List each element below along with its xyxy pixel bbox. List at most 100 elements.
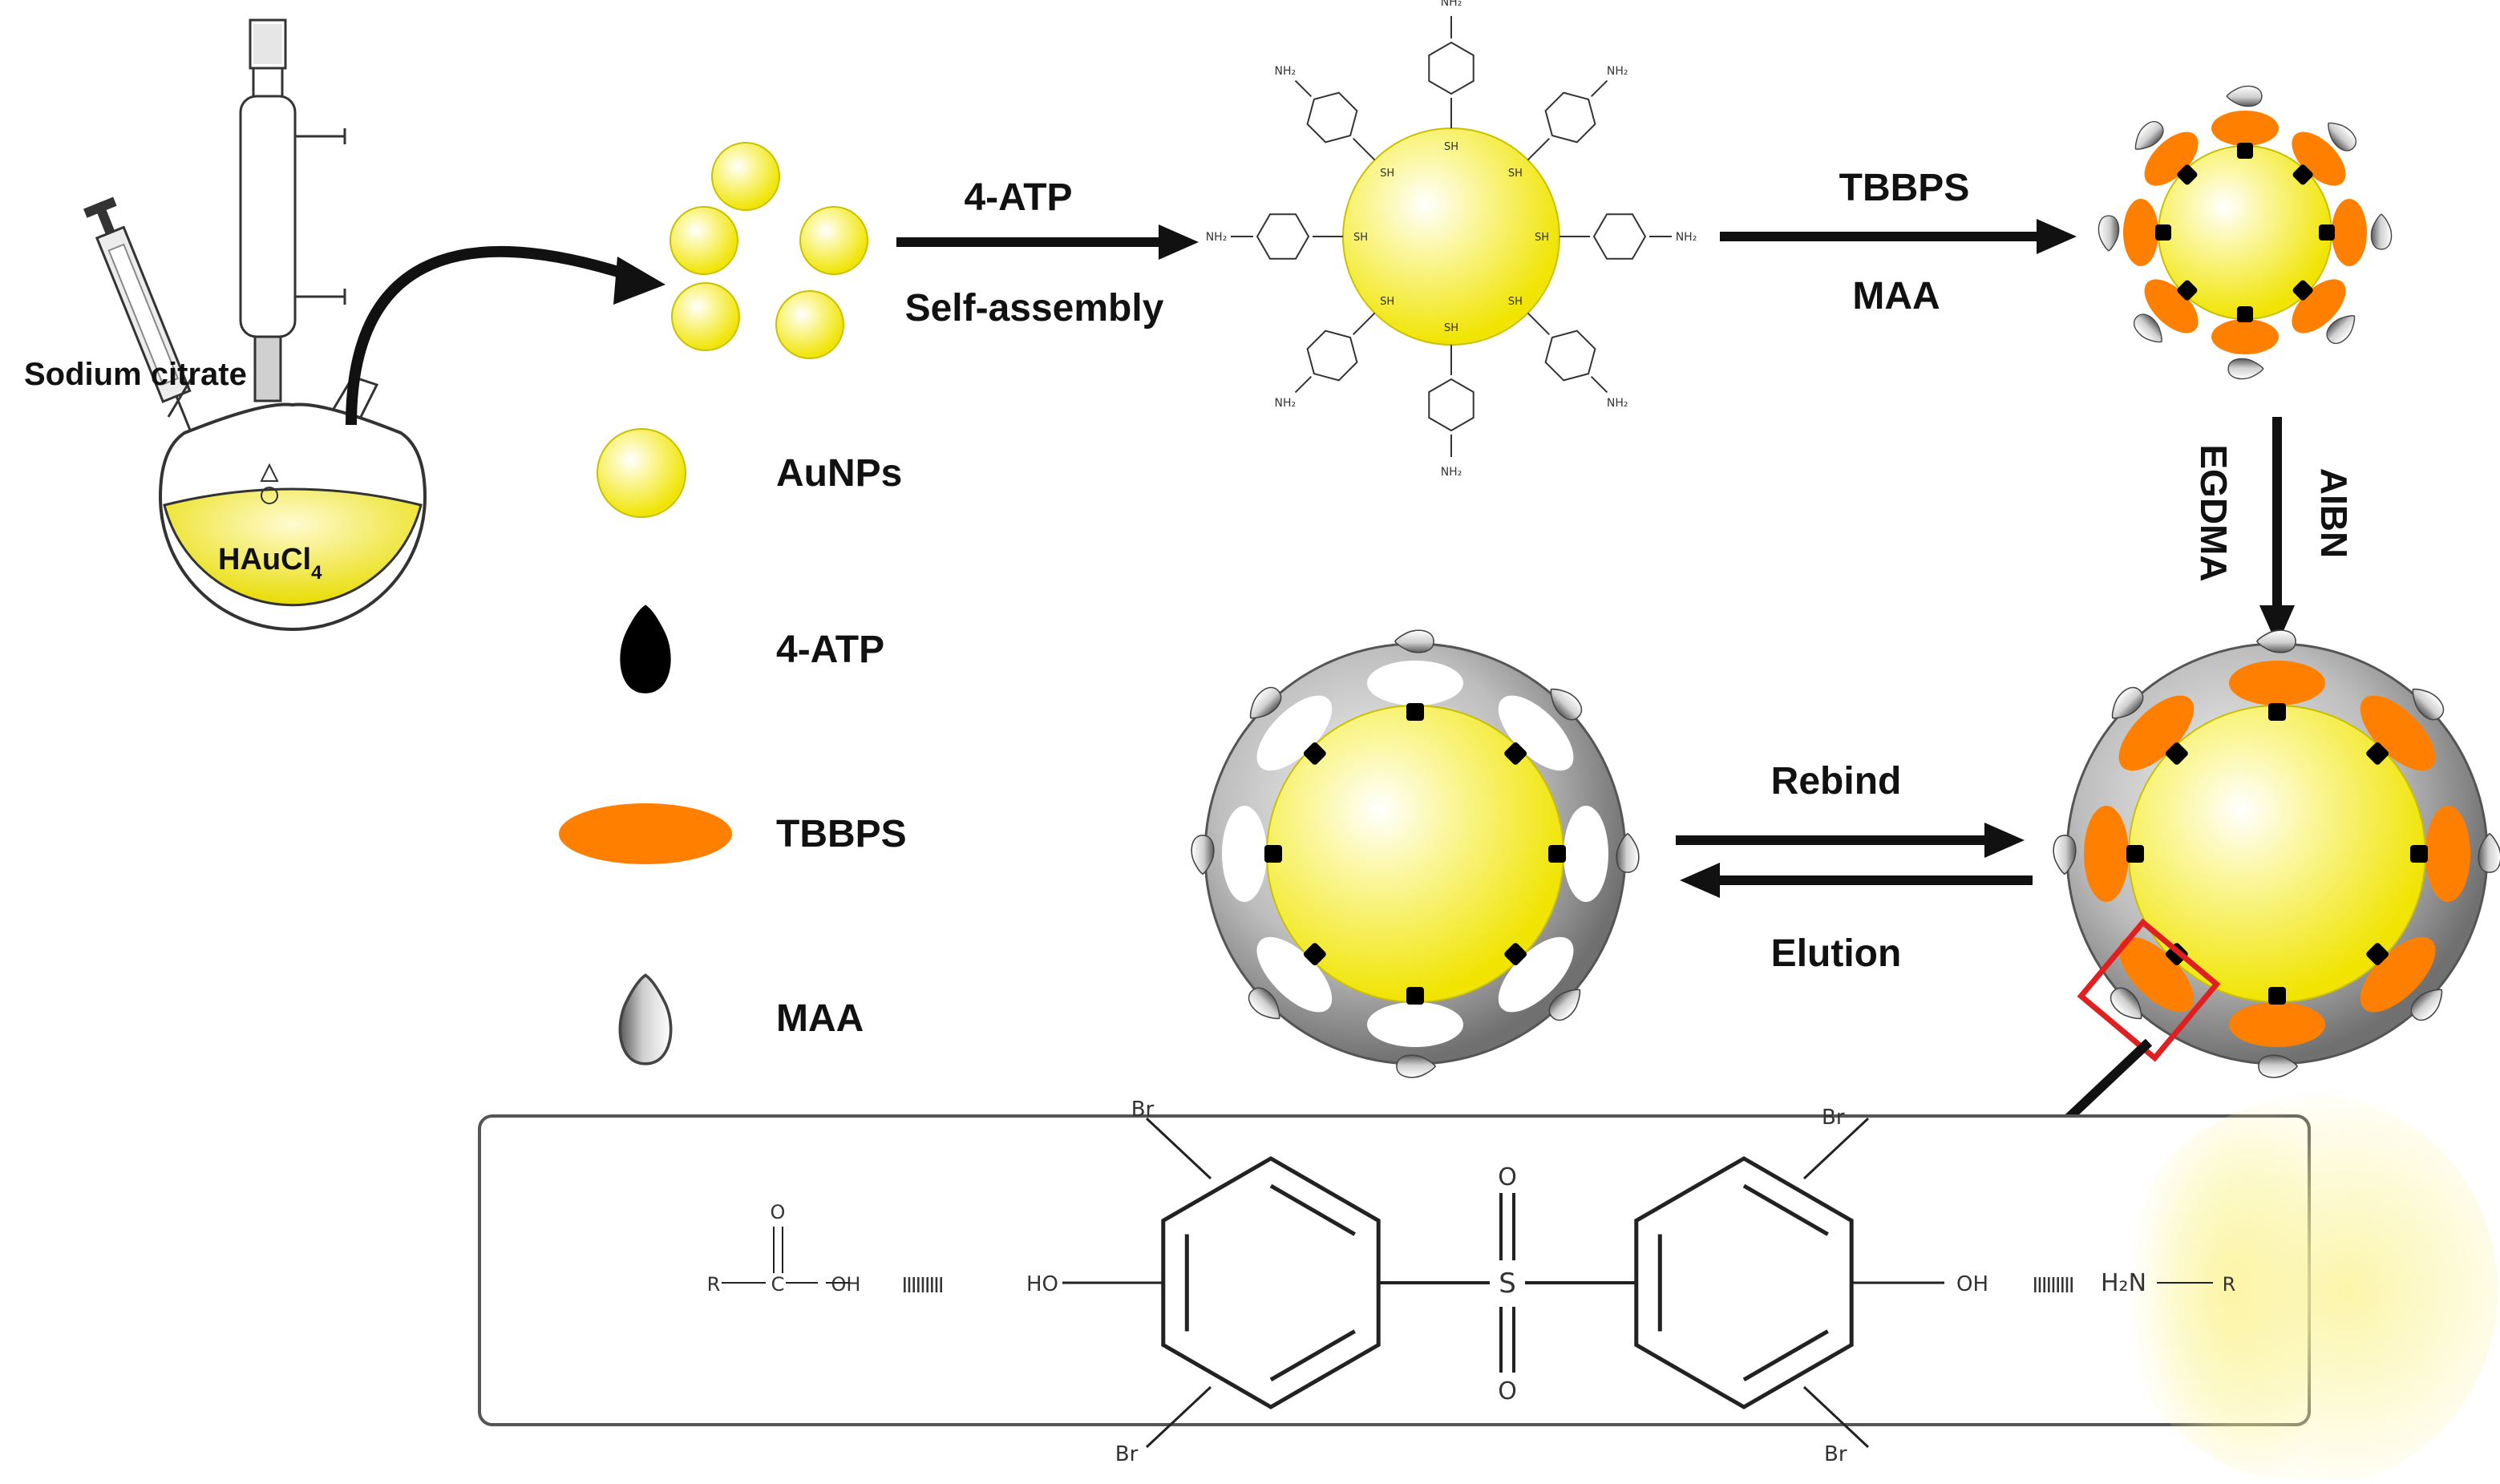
- maa-residue: [1248, 987, 1280, 1020]
- maa-residue: [2478, 832, 2500, 873]
- aunp-particle: [775, 290, 844, 359]
- step3-right-label: AIBN: [2313, 468, 2355, 558]
- tbbps-bound: [2084, 806, 2129, 902]
- bromine-label: Br: [1131, 1098, 1155, 1122]
- atp-anchor: [2268, 987, 2286, 1005]
- legend-label: AuNPs: [776, 452, 902, 495]
- pre-assembly-complex: [2097, 85, 2393, 380]
- amine-label: NH₂: [1275, 397, 1297, 410]
- legend-item: MAA: [618, 973, 864, 1065]
- acid-oh-label: OH: [831, 1273, 861, 1296]
- maa-residue: [1616, 832, 1640, 873]
- maa-residue: [1249, 686, 1282, 719]
- atp-anchor: [2366, 742, 2389, 765]
- thiol-label: SH: [1380, 168, 1394, 180]
- atp-anchor: [2237, 143, 2253, 159]
- thiol-label: SH: [1508, 168, 1523, 180]
- atp-anchor: [1303, 742, 1326, 765]
- aunp-particle: [711, 142, 780, 211]
- thiol-label: SH: [1353, 232, 1368, 244]
- amine-label: NH₂: [1206, 231, 1228, 244]
- aunp-particle: [671, 282, 740, 351]
- benzene-ring-right: [1634, 1156, 1854, 1409]
- carbonyl-oxygen: O: [771, 1201, 786, 1223]
- sulfonyl-oxygen: O: [1498, 1377, 1517, 1405]
- transfer-arrow-head: [613, 257, 665, 305]
- legend-label: 4-ATP: [776, 629, 884, 671]
- reaction-flask: [83, 18, 427, 631]
- rebind-arrow: [1676, 823, 2025, 858]
- atp-anchor: [1406, 987, 1424, 1005]
- bromine-label: Br: [1115, 1442, 1139, 1466]
- tbbps-template: [2123, 199, 2158, 266]
- imprinted-cavity: [1256, 695, 1333, 771]
- maa-residue: [1191, 835, 1215, 875]
- thiol-label: SH: [1444, 322, 1458, 334]
- binding-site-highlight: [2077, 918, 2221, 1062]
- maa-monomer: [2097, 215, 2120, 252]
- amine-h2n-label: H₂N: [2101, 1269, 2146, 1297]
- hydrogen-bond-right: IIIIIIIII: [2032, 1274, 2073, 1298]
- atp-anchor: [1264, 845, 1282, 863]
- step3-arrow: [2259, 417, 2295, 645]
- maa-monomer: [2370, 213, 2393, 250]
- legend-item: TBBPS: [559, 803, 907, 864]
- legend: AuNPs 4-ATP TBBPS MAA: [559, 428, 907, 1065]
- step2-top-label: TBBPS: [1839, 167, 1970, 209]
- step2-bottom-label: MAA: [1852, 275, 1940, 317]
- gray-drop-icon: [618, 973, 673, 1065]
- maa-residue: [1550, 688, 1583, 721]
- amine-label: NH₂: [1275, 65, 1297, 78]
- bromine-label: Br: [1824, 1442, 1847, 1466]
- carbon-label: C: [771, 1273, 785, 1296]
- bond: [1145, 1117, 1212, 1180]
- bond: [1145, 1385, 1212, 1449]
- tbbps-bound: [2229, 1002, 2325, 1047]
- transfer-arrow: [346, 245, 636, 426]
- imprinted-cavity: [1498, 936, 1574, 1013]
- sodium-citrate-label: Sodium citrate: [24, 357, 247, 392]
- maa-residue: [2110, 987, 2142, 1020]
- phenol-oh-label: OH: [1956, 1272, 1988, 1296]
- atp-anchor: [2155, 224, 2171, 241]
- maa-residue: [2412, 688, 2445, 721]
- atp-ligand: SH NH₂: [1508, 65, 1628, 180]
- r-group-right: R: [2223, 1273, 2236, 1296]
- tbbps-template: [2332, 199, 2367, 266]
- orange-ellipse-icon: [559, 803, 732, 864]
- aunp-sphere-icon: [597, 428, 686, 518]
- rebind-label: Rebind: [1771, 760, 1902, 803]
- step1-bottom-label: Self-assembly: [905, 287, 1164, 330]
- bond: [1802, 1385, 1870, 1449]
- step2-arrow: [1720, 219, 2077, 254]
- maa-residue: [1548, 989, 1581, 1021]
- atp-anchor: [2292, 164, 2313, 185]
- benzene-ring-left: [1161, 1156, 1381, 1409]
- tbbps-template: [2211, 319, 2279, 354]
- tbbps-bound: [2229, 661, 2325, 706]
- tbbps-bound: [2118, 695, 2195, 771]
- atp-anchor: [2177, 280, 2198, 301]
- step1-arrow: [896, 224, 1199, 260]
- atp-anchor: [1303, 943, 1326, 966]
- aunp-particle: [669, 206, 738, 275]
- r-group-left: R: [707, 1273, 721, 1296]
- tbbps-template: [2292, 279, 2346, 334]
- atp-anchor: [2177, 164, 2198, 185]
- imprinted-cavity: [1498, 695, 1574, 771]
- maa-residue: [2111, 686, 2144, 719]
- imprinted-sphere-eluted: [1191, 629, 1640, 1078]
- atp-anchor: [2268, 703, 2286, 721]
- amine-label: NH₂: [1607, 65, 1628, 78]
- thiol-label: SH: [1444, 141, 1458, 153]
- maa-monomer: [2226, 85, 2263, 107]
- maa-residue: [1394, 629, 1434, 653]
- black-drop-icon: [620, 605, 671, 693]
- atp-anchor: [1504, 943, 1527, 966]
- elution-arrow: [1680, 863, 2033, 898]
